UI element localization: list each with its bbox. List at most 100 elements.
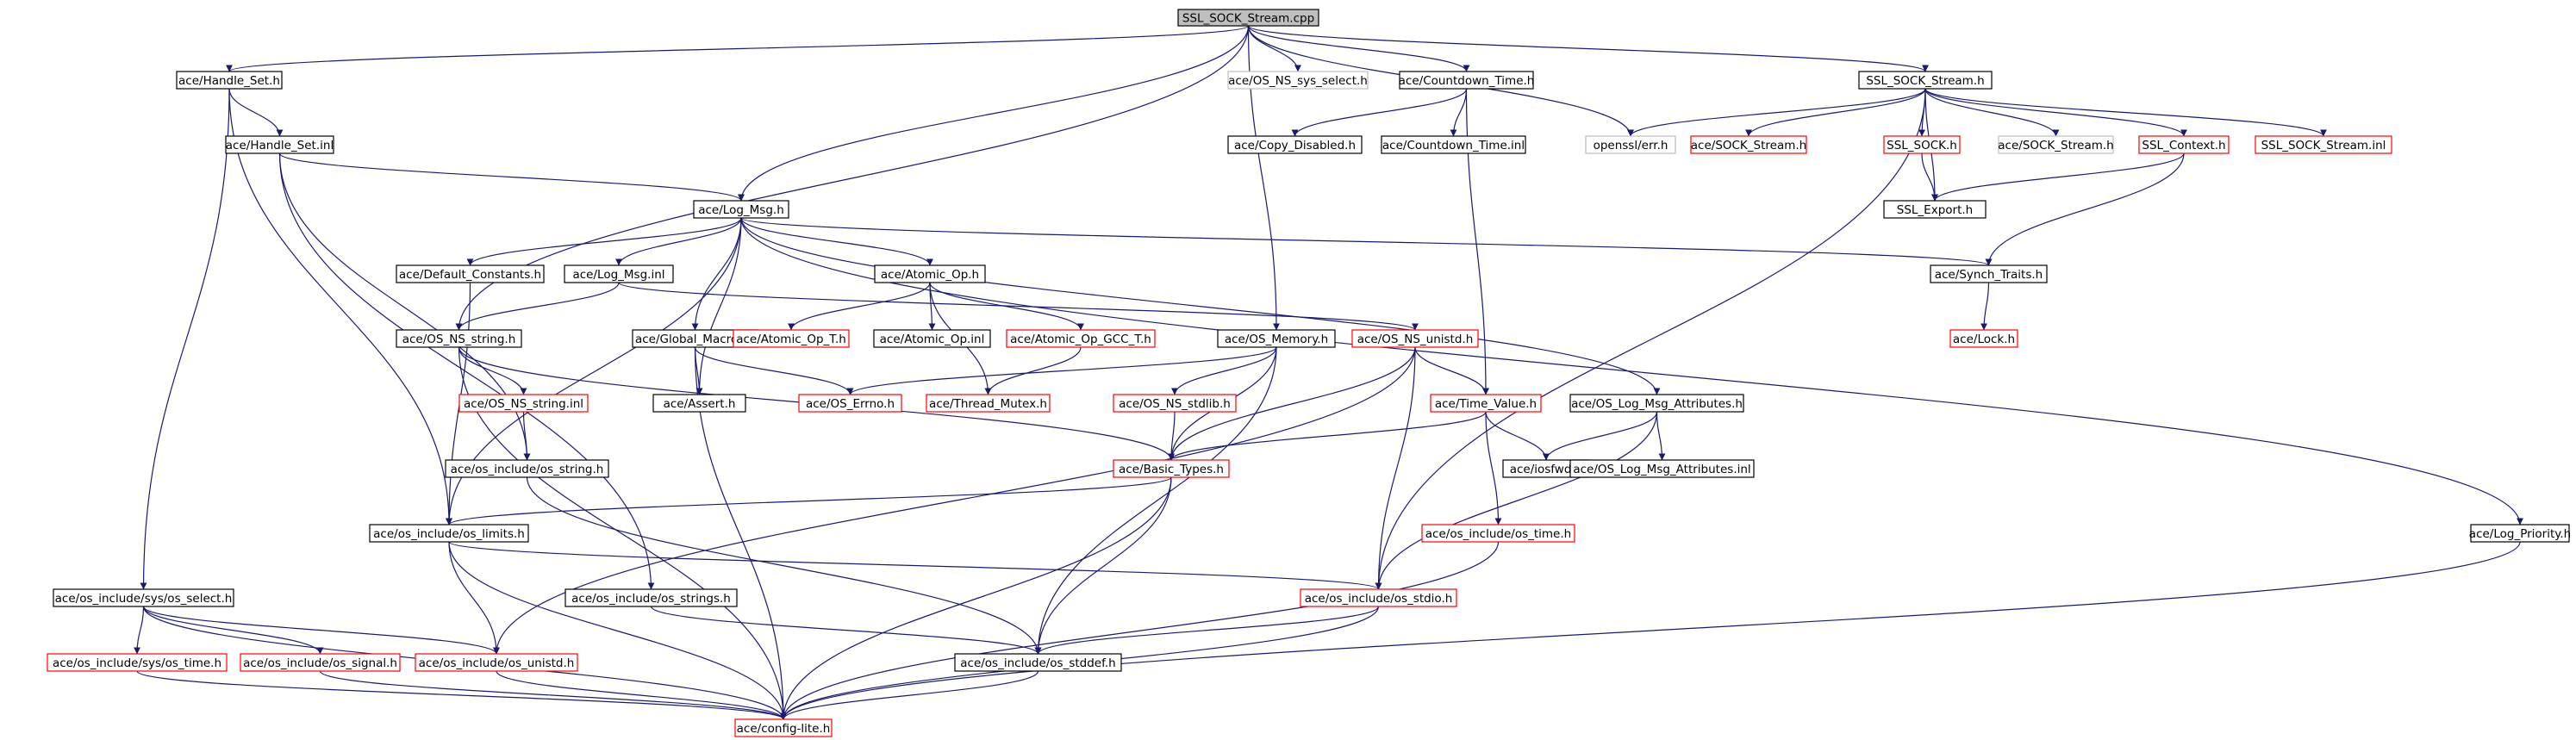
node-countdown-time-inl[interactable]: ace/Countdown_Time.inl: [1381, 135, 1526, 154]
node-box: [47, 653, 228, 672]
dependency-edge: [1924, 88, 2187, 137]
node-ssl-context-h[interactable]: SSL_Context.h: [2138, 135, 2230, 154]
edge-os_include_os_string-to-os_include_os_stddef: [526, 476, 1042, 655]
node-root[interactable]: SSL_SOCK_Stream.cpp: [1177, 9, 1319, 27]
node-time-value[interactable]: ace/Time_Value.h: [1430, 394, 1542, 413]
edge-handle_set_inl-to-os_include_os_strings: [278, 152, 655, 590]
dependency-edge: [780, 541, 1500, 720]
node-box: [445, 459, 609, 478]
node-box: [1113, 459, 1230, 478]
dependency-edge: [1921, 152, 1938, 202]
edge-time_value-to-iosfwd: [1485, 411, 1550, 461]
node-os-include-os-limits[interactable]: ace/os_include/os_limits.h: [369, 524, 529, 543]
dependency-edge: [522, 411, 531, 461]
node-box: [1006, 329, 1156, 348]
dependency-edge: [1034, 476, 1172, 655]
dependency-edge: [1656, 411, 1666, 461]
node-box: [1930, 264, 2048, 283]
node-log-msg-inl[interactable]: ace/Log_Msg.inl: [564, 264, 674, 283]
node-ssl-export-h[interactable]: SSL_Export.h: [1883, 200, 1987, 219]
node-box: [1858, 71, 1993, 90]
node-os-ns-stdlib[interactable]: ace/OS_NS_stdlib.h: [1113, 394, 1237, 413]
node-os-ns-string-inl[interactable]: ace/OS_NS_string.inl: [458, 394, 589, 413]
node-os-include-os-stddef[interactable]: ace/os_include/os_stddef.h: [954, 653, 1122, 672]
node-label: ace/OS_NS_string.h: [402, 333, 516, 346]
node-thread-mutex[interactable]: ace/Thread_Mutex.h: [926, 394, 1051, 413]
node-ssl-sock-stream-inl[interactable]: SSL_SOCK_Stream.inl: [2255, 135, 2392, 154]
node-os-ns-string-h[interactable]: ace/OS_NS_string.h: [396, 329, 522, 348]
dependency-edge: [278, 152, 531, 461]
node-handle-set-h[interactable]: ace/Handle_Set.h: [176, 71, 283, 90]
node-global-macros[interactable]: ace/Global_Macros.h: [632, 329, 758, 348]
node-label: ace/os_include/sys/os_time.h: [53, 656, 221, 670]
node-os-log-msg-attr-inl[interactable]: ace/OS_Log_Msg_Attributes.inl: [1569, 459, 1755, 478]
node-os-include-os-strings[interactable]: ace/os_include/os_strings.h: [564, 588, 738, 607]
dependency-edge: [1414, 346, 1489, 395]
edge-os_ns_unistd-to-os_include_os_unistd: [493, 346, 1416, 655]
node-box: [1585, 135, 1676, 154]
node-os-include-sys-os-time[interactable]: ace/os_include/sys/os_time.h: [47, 653, 228, 672]
node-box: [1883, 135, 1961, 154]
node-os-errno[interactable]: ace/OS_Errno.h: [798, 394, 902, 413]
dependency-edge: [142, 606, 324, 655]
node-os-include-sys-os-select[interactable]: ace/os_include/sys/os_select.h: [53, 588, 234, 607]
edges-layer: [134, 25, 2523, 720]
node-ace-sock-stream-h-red[interactable]: ace/SOCK_Stream.h: [1690, 135, 1807, 154]
node-box: [1351, 329, 1479, 348]
edge-root-to-log_msg_h: [738, 25, 1250, 202]
dependency-edge: [1980, 282, 1990, 331]
node-log-priority[interactable]: ace/Log_Priority.h: [2469, 524, 2571, 543]
edge-root-to-handle_set_h: [226, 25, 1250, 72]
node-default-constants[interactable]: ace/Default_Constants.h: [396, 264, 545, 283]
node-label: ace/Atomic_Op_T.h: [736, 333, 846, 346]
dependency-edge: [448, 541, 787, 720]
edge-basic_types-to-os_include_os_stddef: [1034, 476, 1172, 655]
node-os-include-os-stdio[interactable]: ace/os_include/os_stdio.h: [1300, 588, 1457, 607]
node-os-log-msg-attr-h[interactable]: ace/OS_Log_Msg_Attributes.h: [1569, 394, 1744, 413]
node-iosfwd[interactable]: ace/iosfwd.h: [1502, 459, 1590, 478]
node-box: [1690, 135, 1807, 154]
node-label: ace/Atomic_Op.h: [881, 268, 979, 282]
node-atomic-op-t[interactable]: ace/Atomic_Op_T.h: [733, 329, 850, 348]
edge-ssl_sock_stream_h-to-ssl_context_h: [1924, 88, 2187, 137]
node-label: ace/OS_Log_Msg_Attributes.h: [1571, 397, 1743, 411]
node-basic-types[interactable]: ace/Basic_Types.h: [1113, 459, 1230, 478]
node-box: [53, 588, 234, 607]
node-os-include-os-string[interactable]: ace/os_include/os_string.h: [445, 459, 609, 478]
dependency-edge: [780, 541, 2521, 720]
edge-log_msg_inl-to-os_ns_string_h: [455, 282, 620, 331]
node-box: [1217, 329, 1336, 348]
node-ssl-sock-h[interactable]: SSL_SOCK.h: [1883, 135, 1961, 154]
node-lock-h[interactable]: ace/Lock.h: [1949, 329, 2018, 348]
node-copy-disabled[interactable]: ace/Copy_Disabled.h: [1227, 135, 1363, 154]
dependency-edge: [228, 88, 284, 137]
node-ssl-sock-stream-h[interactable]: SSL_SOCK_Stream.h: [1858, 71, 1993, 90]
node-atomic-op-gcc-t[interactable]: ace/Atomic_Op_GCC_T.h: [1006, 329, 1156, 348]
node-box: [458, 394, 589, 413]
edge-os_include_os_limits-to-os_include_os_stdio: [448, 541, 1382, 590]
edge-handle_set_h-to-handle_set_inl: [228, 88, 284, 137]
node-os-include-os-signal[interactable]: ace/os_include/os_signal.h: [240, 653, 401, 672]
node-handle-set-inl[interactable]: ace/Handle_Set.inl: [225, 135, 334, 154]
node-label: ace/Log_Priority.h: [2469, 527, 2571, 541]
node-os-ns-unistd[interactable]: ace/OS_NS_unistd.h: [1351, 329, 1479, 348]
dependency-edge: [1485, 411, 1550, 461]
edge-os_memory-to-os_ns_stdlib: [1171, 346, 1277, 395]
dependency-edge: [142, 606, 500, 655]
node-label: ace/Thread_Mutex.h: [929, 397, 1047, 411]
node-os-include-os-time[interactable]: ace/os_include/os_time.h: [1421, 524, 1575, 543]
node-log-msg-h[interactable]: ace/Log_Msg.h: [693, 200, 789, 219]
node-assert-h[interactable]: ace/Assert.h: [652, 394, 746, 413]
node-synch-traits[interactable]: ace/Synch_Traits.h: [1930, 264, 2048, 283]
edge-os_include_os_limits-to-config_lite: [448, 541, 787, 720]
node-config-lite[interactable]: ace/config-lite.h: [734, 718, 833, 737]
node-countdown-time-h[interactable]: ace/Countdown_Time.h: [1399, 71, 1535, 90]
node-atomic-op-h[interactable]: ace/Atomic_Op.h: [874, 264, 986, 283]
node-os-include-os-unistd[interactable]: ace/os_include/os_unistd.h: [415, 653, 578, 672]
node-label: ace/os_include/os_stdio.h: [1305, 592, 1453, 606]
dependency-edge: [446, 476, 1172, 525]
node-atomic-op-inl[interactable]: ace/Atomic_Op.inl: [873, 329, 991, 348]
edge-atomic_op_gcc_t-to-thread_mutex: [984, 346, 1082, 395]
node-os-memory[interactable]: ace/OS_Memory.h: [1217, 329, 1336, 348]
